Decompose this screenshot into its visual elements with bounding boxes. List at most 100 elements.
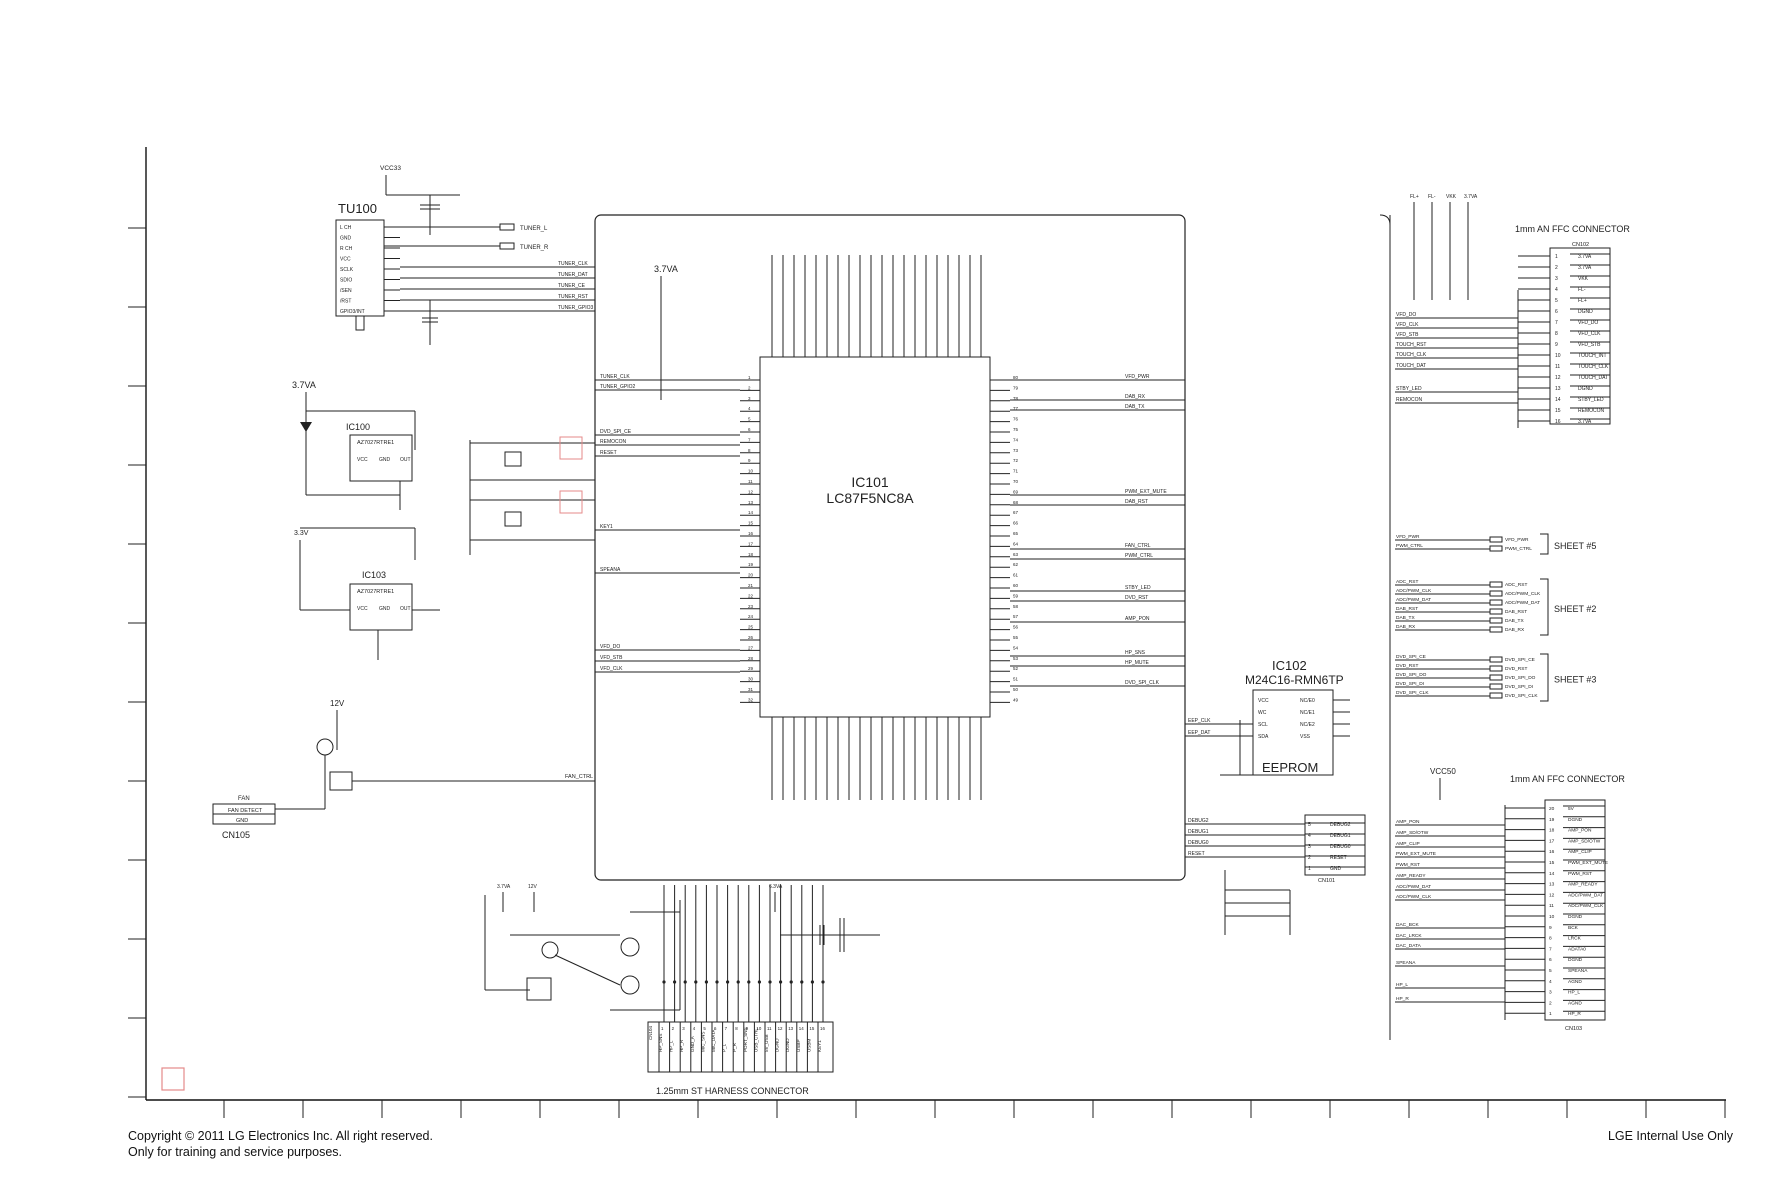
harness-pin-number: 9	[746, 1026, 749, 1031]
harness-pin-label: P_R	[732, 1042, 737, 1052]
sheet-net-right: ADC/PWM_DAT	[1505, 600, 1540, 606]
regulator-ic103: 3.3V IC103 AZ7027RTRE1 VCC GND OUT	[294, 527, 440, 660]
mcu-pin-number: 19	[748, 562, 754, 567]
tuner-net-label: TUNER_RST	[558, 294, 588, 300]
net-flag	[1489, 683, 1503, 690]
cn103-pin-number: 11	[1549, 903, 1554, 909]
cn103-pin-label: HP_L	[1568, 990, 1580, 996]
mcu-pin-number: 28	[748, 656, 754, 661]
cn103-pin-number: 4	[1549, 979, 1552, 985]
ic103-ref: IC103	[362, 570, 386, 580]
harness-pin-label: HP_SNS	[658, 1034, 663, 1052]
cn103-pin-label: ADC/PWM_CLK	[1568, 903, 1604, 909]
cn102-pin-label: VKK	[1578, 276, 1589, 282]
mcu-pin-number: 9	[748, 458, 751, 463]
mcu-pin-number: 79	[1013, 385, 1019, 390]
cn103-left-net: SPEANA	[1396, 960, 1416, 966]
sheet-net-left: DVD_SPI_CLK	[1396, 690, 1429, 696]
cn103-pin-number: 5	[1549, 968, 1552, 974]
cn103-pin-number: 16	[1549, 849, 1555, 855]
mcu-pin-number: 78	[1013, 396, 1019, 401]
eeprom-pin-label-left: WC	[1258, 710, 1267, 716]
svg-text:CN103: CN103	[1565, 1026, 1582, 1032]
svg-text:FAN: FAN	[238, 796, 250, 802]
mcu-pin-number: 80	[1013, 375, 1019, 380]
cn102-top-net: VKK	[1446, 194, 1457, 200]
mcu-pin-number: 32	[748, 697, 754, 702]
svg-text:GND: GND	[379, 606, 391, 612]
mcu-pin-number: 26	[748, 635, 754, 640]
mcu-pin-number: 24	[748, 614, 754, 619]
mcu-pin-number: 55	[1013, 635, 1019, 640]
svg-text:TUNER_L: TUNER_L	[520, 226, 548, 232]
mcu-pin-number: 4	[748, 406, 751, 411]
cn101-net-label: DEBUG2	[1188, 818, 1209, 824]
harness-pin-label: GND_A	[690, 1035, 695, 1052]
harness-pin-number: 5	[703, 1026, 706, 1031]
mcu-right-net: DAB_RST	[1125, 499, 1148, 505]
sheet-net-right: DVD_SPI_DI	[1505, 684, 1533, 690]
sheet-net-right: DAB_RST	[1505, 609, 1527, 615]
mcu-left-net: REMOCON	[600, 439, 627, 445]
mcu-pin-number: 15	[748, 521, 754, 526]
mcu-pin-number: 6	[748, 427, 751, 432]
wire-node	[736, 980, 740, 984]
tuner-pin-label: L CH	[340, 225, 352, 231]
mcu-right-net: FAN_CTRL	[1125, 543, 1151, 549]
mcu-pin-number: 17	[748, 541, 754, 546]
svg-text:FAN_CTRL: FAN_CTRL	[565, 774, 593, 780]
tuner-pin-label: SCLK	[340, 267, 354, 273]
cn103-supply: VCC50	[1430, 767, 1456, 776]
eeprom-chip	[1252, 689, 1334, 776]
mcu-right-net: HP_SNS	[1125, 650, 1146, 656]
cn103-pin-label: ADATA0	[1568, 946, 1586, 952]
highlight-box	[559, 490, 583, 514]
cn101-pin-label: DEBUG0	[1330, 844, 1351, 850]
mcu-pin-number: 11	[748, 479, 753, 484]
mcu-left-net: DVD_SPI_CE	[600, 429, 632, 435]
cn103-pin-label: AGND	[1568, 1000, 1582, 1006]
mcu-pin-number: 18	[748, 552, 754, 557]
mcu-pin-number: 59	[1013, 593, 1019, 598]
sheet-net-right: VFD_PWR	[1505, 537, 1529, 543]
sheet-net-left: ADC/PWM_CLK	[1396, 588, 1432, 594]
mcu-chip	[759, 356, 991, 718]
mcu-pin-number: 31	[748, 687, 754, 692]
cap-group	[780, 918, 880, 952]
cn102-pin-number: 14	[1555, 397, 1561, 403]
net-flag	[1489, 617, 1503, 624]
mcu-pin-number: 58	[1013, 604, 1019, 609]
harness-pin-label: USBM	[806, 1039, 811, 1052]
wire-node	[673, 980, 677, 984]
sheet-net-right: PWM_CTRL	[1505, 546, 1532, 552]
cn102-top-net: FL+	[1410, 194, 1419, 200]
sheet-net-right: DAB_RX	[1505, 627, 1525, 633]
cn102-connector	[1549, 247, 1611, 425]
mcu-right-net: PWM_CTRL	[1125, 553, 1153, 559]
cn103-left-net: ADC/PWM_DAT	[1396, 884, 1431, 890]
eeprom-label: EEPROM	[1262, 760, 1318, 775]
harness-pin-label: USB_CTRL	[753, 1028, 758, 1052]
mcu-left-net: KEY1	[600, 524, 613, 530]
mcu-left-net: VFD_DO	[600, 644, 620, 650]
mcu-left-net: SPEANA	[600, 567, 621, 573]
cn103-pin-number: 7	[1549, 946, 1552, 952]
mcu-pin-number: 1	[748, 375, 751, 380]
cn102-pin-number: 10	[1555, 353, 1561, 359]
cn102-left-net: TOUCH_RST	[1396, 342, 1426, 348]
cn103-pin-label: AMP_READY	[1568, 882, 1598, 888]
cn102-pin-number: 4	[1555, 287, 1558, 293]
mcu-ref: IC101	[851, 474, 889, 490]
harness-pin-number: 16	[820, 1026, 825, 1031]
svg-text:OUT: OUT	[400, 606, 411, 612]
mcu-pin-number: 21	[748, 583, 754, 588]
cn101-pin-number: 2	[1308, 855, 1311, 861]
sheet-net-left: ADC_RST	[1396, 579, 1418, 585]
cn101-net-label: DEBUG0	[1188, 840, 1209, 846]
cn102-pin-label: DGND	[1578, 386, 1593, 392]
svg-text:FAN DETECT: FAN DETECT	[228, 808, 263, 814]
net-flag	[1489, 665, 1503, 672]
mcu-pin-number: 52	[1013, 666, 1019, 671]
cn104-connector	[647, 1021, 834, 1073]
